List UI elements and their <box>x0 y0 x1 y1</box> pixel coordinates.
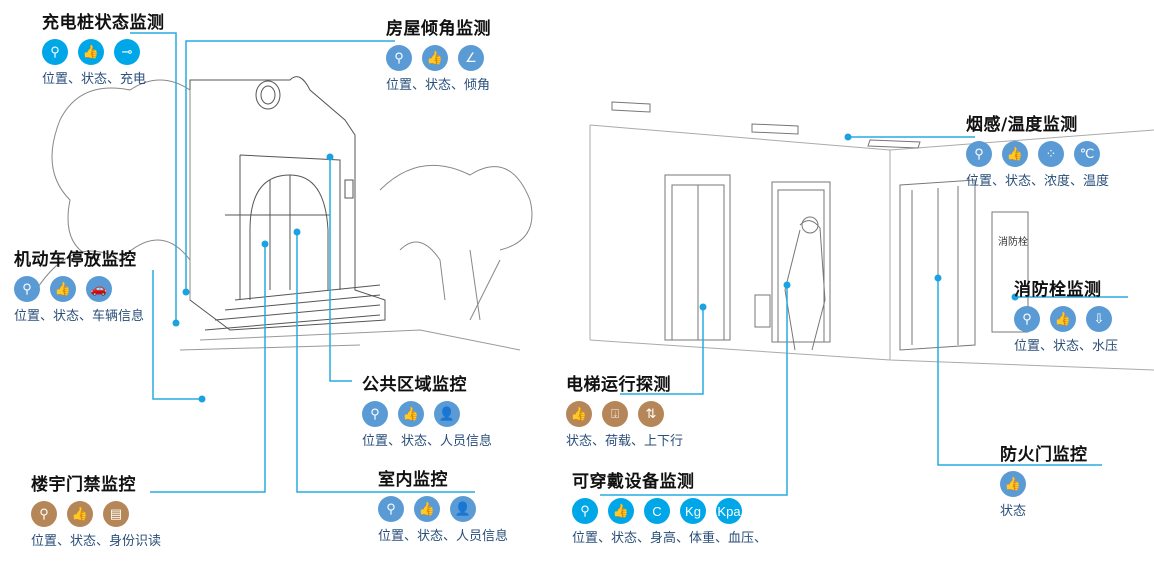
thumbs-up-icon: 👍 <box>1000 471 1026 497</box>
person-icon: 👤 <box>434 401 460 427</box>
group-labels: 状态、荷载、上下行 <box>566 434 684 449</box>
location-icon: ⚲ <box>362 401 388 427</box>
group-labels: 位置、状态、身高、体重、血压、 <box>572 531 768 546</box>
thumbs-up-icon: 👍 <box>414 496 440 522</box>
group-firedoor: 防火门监控 👍 状态 <box>1000 440 1088 519</box>
thumbs-up-icon: 👍 <box>566 401 592 427</box>
thumbs-up-icon: 👍 <box>78 39 104 65</box>
group-labels: 位置、状态、车辆信息 <box>14 309 145 324</box>
building-sketch <box>179 76 521 351</box>
location-icon: ⚲ <box>42 39 68 65</box>
pressure-icon: ⇩ <box>1086 306 1112 332</box>
group-labels: 状态 <box>1000 504 1027 519</box>
plug-icon: ⊸ <box>114 39 140 65</box>
group-smoke: 烟感/温度监测 ⚲ 👍 ⁘ ℃ 位置、状态、浓度、温度 <box>966 110 1109 189</box>
location-icon: ⚲ <box>1014 306 1040 332</box>
group-access: 楼宇门禁监控 ⚲ 👍 ▤ 位置、状态、身份识读 <box>31 470 161 549</box>
weight-icon: Kg <box>680 498 706 524</box>
location-icon: ⚲ <box>386 45 412 71</box>
group-elevator: 电梯运行探测 👍 ⍗ ⇅ 状态、荷载、上下行 <box>566 370 683 449</box>
celsius-icon: ℃ <box>1074 141 1100 167</box>
sensor-dots <box>172 133 1019 403</box>
group-title: 楼宇门禁监控 <box>31 475 136 495</box>
group-indoor: 室内监控 ⚲ 👍 👤 位置、状态、人员信息 <box>378 465 508 544</box>
group-title: 可穿戴设备监测 <box>572 472 695 492</box>
angle-icon: ∠ <box>458 45 484 71</box>
car-icon: 🚗 <box>86 276 112 302</box>
location-icon: ⚲ <box>572 498 598 524</box>
density-icon: ⁘ <box>1038 141 1064 167</box>
thumbs-up-icon: 👍 <box>1050 306 1076 332</box>
group-labels: 位置、状态、水压 <box>1014 339 1119 354</box>
hydrant-sign: 消防栓 <box>998 235 1028 248</box>
group-title: 充电桩状态监测 <box>42 13 165 33</box>
group-title: 消防栓监测 <box>1014 280 1102 300</box>
group-labels: 位置、状态、浓度、温度 <box>966 174 1110 189</box>
group-title: 室内监控 <box>378 470 448 490</box>
location-icon: ⚲ <box>14 276 40 302</box>
connector-lines <box>130 32 1128 496</box>
location-icon: ⚲ <box>966 141 992 167</box>
group-public: 公共区域监控 ⚲ 👍 👤 位置、状态、人员信息 <box>362 370 492 449</box>
thumbs-up-icon: 👍 <box>608 498 634 524</box>
group-hydrant: 消防栓监测 ⚲ 👍 ⇩ 位置、状态、水压 <box>1014 275 1118 354</box>
group-tilt: 房屋倾角监测 ⚲ 👍 ∠ 位置、状态、倾角 <box>386 14 491 93</box>
person-icon: 👤 <box>450 496 476 522</box>
group-labels: 位置、状态、人员信息 <box>378 529 509 544</box>
thumbs-up-icon: 👍 <box>50 276 76 302</box>
group-title: 房屋倾角监测 <box>386 19 491 39</box>
height-icon: C <box>644 498 670 524</box>
blood-pressure-icon: Kpa <box>716 498 742 524</box>
group-labels: 位置、状态、充电 <box>42 72 147 87</box>
group-title: 公共区域监控 <box>362 375 467 395</box>
group-labels: 位置、状态、倾角 <box>386 78 491 93</box>
id-card-icon: ▤ <box>103 501 129 527</box>
up-down-icon: ⇅ <box>638 401 664 427</box>
group-labels: 位置、状态、身份识读 <box>31 534 162 549</box>
group-title: 机动车停放监控 <box>14 250 137 270</box>
group-title: 烟感/温度监测 <box>966 115 1078 135</box>
group-parking: 机动车停放监控 ⚲ 👍 🚗 位置、状态、车辆信息 <box>14 245 144 324</box>
thumbs-up-icon: 👍 <box>422 45 448 71</box>
thumbs-up-icon: 👍 <box>1002 141 1028 167</box>
group-labels: 位置、状态、人员信息 <box>362 434 493 449</box>
group-title: 电梯运行探测 <box>566 375 671 395</box>
group-wearable: 可穿戴设备监测 ⚲ 👍 C Kg Kpa 位置、状态、身高、体重、血压、 <box>572 467 767 546</box>
thumbs-up-icon: 👍 <box>67 501 93 527</box>
group-title: 防火门监控 <box>1000 445 1088 465</box>
location-icon: ⚲ <box>31 501 57 527</box>
load-icon: ⍗ <box>602 401 628 427</box>
location-icon: ⚲ <box>378 496 404 522</box>
elevator-hall-sketch <box>589 101 1154 371</box>
thumbs-up-icon: 👍 <box>398 401 424 427</box>
group-charging: 充电桩状态监测 ⚲ 👍 ⊸ 位置、状态、充电 <box>42 8 165 87</box>
